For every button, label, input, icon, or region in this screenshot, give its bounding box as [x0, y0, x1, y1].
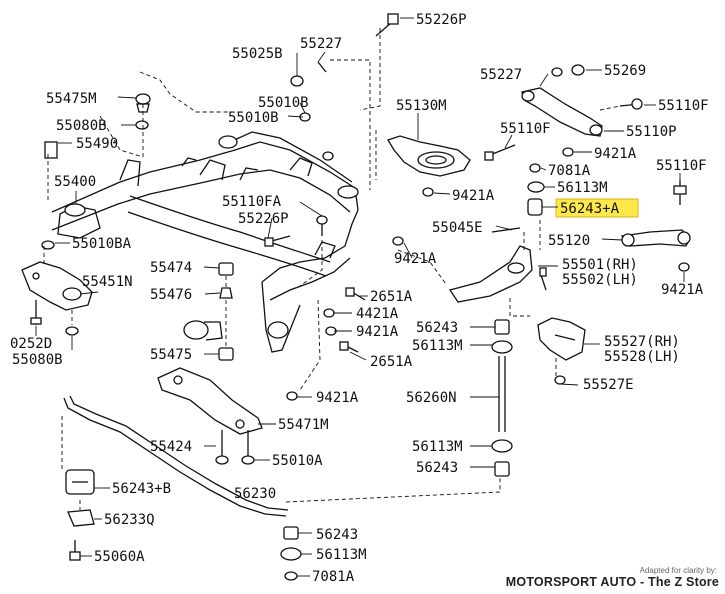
- connecting-rod-stack-drawing: [491, 319, 513, 477]
- label-55475: 55475: [150, 347, 192, 363]
- label-9421a-5: 9421A: [356, 324, 399, 340]
- label-55045e: 55045E: [432, 220, 483, 236]
- highlight-box: [555, 198, 639, 218]
- label-55120: 55120: [548, 233, 590, 249]
- label-55010a: 55010A: [272, 453, 323, 469]
- label-56113m-4: 56113M: [316, 547, 367, 563]
- label-56230: 56230: [234, 486, 276, 502]
- label-9421a-3: 9421A: [394, 251, 437, 267]
- stabilizer-bar-drawing: [63, 395, 302, 581]
- label-2651a-1: 2651A: [370, 289, 413, 305]
- label-55490: 55490: [76, 136, 118, 152]
- label-7081a-1: 7081A: [548, 163, 591, 179]
- part-labels: 55226P 55025B 55227 55475M 55010B 55010B…: [10, 12, 709, 585]
- label-55227-right: 55227: [480, 67, 522, 83]
- upper-link-drawing: [387, 135, 516, 197]
- lower-arm-drawing: [392, 227, 547, 303]
- label-55226p-top: 55226P: [416, 12, 467, 28]
- label-56243-1: 56243: [416, 320, 458, 336]
- label-55528lh: 55528(LH): [604, 349, 680, 365]
- label-56243b: 56243+B: [112, 481, 171, 497]
- credit-store-name: MOTORSPORT AUTO - The Z Store: [505, 575, 719, 589]
- highlighted-bushing-drawing: [527, 198, 543, 216]
- label-55080b: 55080B: [56, 118, 107, 134]
- label-9421a-4: 9421A: [661, 282, 704, 298]
- label-2651a-2: 2651A: [370, 354, 413, 370]
- label-55110f-1: 55110F: [658, 98, 709, 114]
- label-55501rh: 55501(RH): [562, 257, 638, 273]
- label-55471m: 55471M: [278, 417, 329, 433]
- label-56243-2: 56243: [416, 460, 458, 476]
- label-55476: 55476: [150, 287, 192, 303]
- label-55110p: 55110P: [626, 124, 677, 140]
- label-55400: 55400: [54, 174, 96, 190]
- label-56113m-1: 56113M: [557, 180, 608, 196]
- left-hardware-drawing: [41, 13, 399, 250]
- label-55110f-2: 55110F: [500, 121, 551, 137]
- label-56243a-highlighted: 56243+A: [560, 201, 620, 217]
- label-56113m-3: 56113M: [412, 439, 463, 455]
- label-55527rh: 55527(RH): [604, 334, 680, 350]
- label-9421a-2: 9421A: [452, 188, 495, 204]
- label-4421a: 4421A: [356, 306, 399, 322]
- label-9421a-1: 9421A: [594, 146, 637, 162]
- diff-mount-hardware-drawing: [183, 262, 366, 401]
- label-56260n: 56260N: [406, 390, 457, 406]
- label-56113m-2: 56113M: [412, 338, 463, 354]
- label-55424: 55424: [150, 439, 192, 455]
- label-55010b-2: 55010B: [228, 110, 279, 126]
- label-55226p-2: 55226P: [238, 211, 289, 227]
- leader-lines: [35, 17, 685, 577]
- diff-mount-bracket-drawing: [21, 261, 93, 336]
- label-55227-top: 55227: [300, 36, 342, 52]
- label-55110fa: 55110FA: [222, 194, 282, 210]
- label-55474: 55474: [150, 260, 192, 276]
- lateral-link-drawing: [527, 163, 691, 272]
- label-0252d: 0252D: [10, 336, 52, 352]
- label-55502lh: 55502(LH): [562, 272, 638, 288]
- label-55080b-2: 55080B: [12, 352, 63, 368]
- dashed-assembly-lines: [43, 28, 621, 510]
- label-55010ba: 55010BA: [72, 236, 132, 252]
- label-55269: 55269: [604, 63, 646, 79]
- label-56233q: 56233Q: [104, 512, 155, 528]
- rear-link-drawing: [521, 64, 643, 157]
- credit-caption: Adapted for clarity by:: [639, 566, 717, 575]
- label-55060a: 55060A: [94, 549, 145, 565]
- label-55527e: 55527E: [583, 377, 634, 393]
- label-56243-3: 56243: [316, 527, 358, 543]
- label-55010b-1: 55010B: [258, 95, 309, 111]
- label-55475m: 55475M: [46, 91, 97, 107]
- label-7081a-2: 7081A: [312, 569, 355, 585]
- subframe-drawing: [51, 131, 359, 353]
- label-55451n: 55451N: [82, 274, 133, 290]
- highlighted-part-callout: 56243+A: [542, 198, 639, 218]
- label-55110f-3: 55110F: [656, 158, 707, 174]
- bracket-55527-drawing: [537, 317, 586, 385]
- label-55130m: 55130M: [396, 98, 447, 114]
- label-55025b: 55025B: [232, 46, 283, 62]
- label-9421a-6: 9421A: [316, 390, 359, 406]
